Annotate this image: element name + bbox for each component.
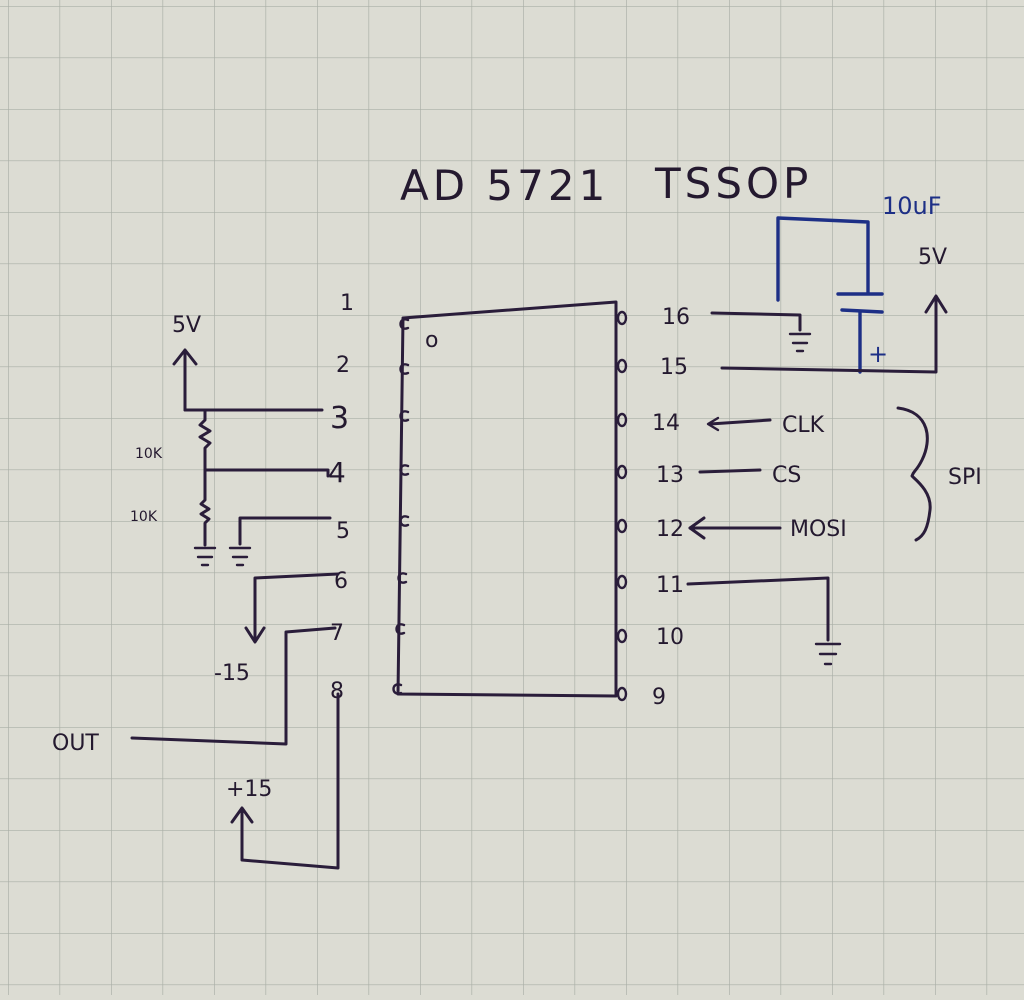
- pin-mark-2: [399, 363, 410, 375]
- capacitor-symbol: [836, 292, 884, 314]
- pin-number-13: 13: [656, 463, 684, 488]
- wire-pin4: [203, 468, 330, 478]
- ground-pin11: [814, 642, 842, 666]
- resistor-bottom-label: 10K: [130, 509, 158, 525]
- wire-pin7-out: [130, 626, 337, 746]
- pin-number-1: 1: [340, 291, 354, 316]
- spi-group-label: SPI: [948, 465, 982, 490]
- left-pin-marks: [392, 318, 410, 695]
- pin-mark-9: [616, 686, 628, 702]
- pin14-arrow: [706, 416, 720, 432]
- resistor-top-label: 10K: [135, 446, 163, 462]
- mosi-label: MOSI: [790, 517, 847, 542]
- wire-pin11: [686, 576, 830, 642]
- wire-pin16: [710, 311, 802, 332]
- pin-mark-11: [616, 574, 628, 590]
- wire-pin8: [240, 692, 340, 870]
- pin-mark-13: [616, 464, 628, 480]
- pin-mark-3: [399, 410, 410, 422]
- vcc-left-arrow: [172, 348, 198, 412]
- ground-resistor: [193, 546, 217, 567]
- chip-body: [396, 300, 618, 698]
- pin-number-5: 5: [336, 519, 350, 544]
- cap-leads: [776, 216, 870, 302]
- pin-mark-8: [392, 683, 403, 695]
- pos-supply-arrow: [230, 806, 254, 824]
- cap-plus-label: +: [868, 340, 888, 368]
- pin-number-2: 2: [336, 353, 350, 378]
- pin12-arrow: [688, 516, 706, 540]
- package-title: TSSOP: [654, 159, 812, 208]
- pin-mark-7: [395, 623, 406, 635]
- pin-mark-1: [399, 318, 410, 330]
- pin-number-11: 11: [656, 573, 684, 598]
- pin-mark-15: [616, 358, 628, 374]
- pin-number-4: 4: [328, 456, 346, 489]
- wire-pin5: [238, 516, 332, 546]
- pin-number-7: 7: [330, 621, 344, 646]
- cap-value-label: 10uF: [882, 192, 942, 220]
- resistor-bottom: [199, 468, 211, 547]
- output-label: OUT: [52, 731, 99, 756]
- ground-pin5: [228, 546, 252, 567]
- pin-mark-4: [399, 464, 410, 476]
- spi-brace: [896, 406, 932, 542]
- vcc-left-label: 5V: [172, 313, 201, 338]
- ground-pin16: [788, 332, 812, 353]
- pin-mark-14: [616, 412, 628, 428]
- cs-label: CS: [772, 463, 801, 488]
- right-pin-marks: [616, 310, 628, 702]
- pin-number-14: 14: [652, 411, 680, 436]
- neg-supply-label: -15: [214, 661, 250, 686]
- wire-pin13: [698, 468, 762, 474]
- sclk-label: CLK: [782, 413, 825, 438]
- wire-pin6: [253, 572, 340, 642]
- pin-mark-6: [397, 572, 408, 584]
- pin-mark-5: [399, 515, 410, 527]
- neg-supply-arrow: [244, 626, 266, 644]
- vcc-right-arrow: [924, 294, 948, 314]
- pin-number-8: 8: [330, 679, 344, 704]
- pin-mark-10: [616, 628, 628, 644]
- part-number-title: AD 5721: [400, 161, 609, 210]
- pos-supply-label: +15: [226, 777, 272, 802]
- pin-number-15: 15: [660, 355, 688, 380]
- vcc-right-label: 5V: [918, 245, 947, 270]
- pin-number-16: 16: [662, 305, 690, 330]
- pin1-marker: o: [425, 328, 438, 353]
- pin-number-10: 10: [656, 625, 684, 650]
- wire-pin15: [720, 298, 938, 374]
- pin-number-12: 12: [656, 517, 684, 542]
- pin-mark-16: [616, 310, 628, 326]
- resistor-top: [198, 408, 212, 472]
- pin-mark-12: [616, 518, 628, 534]
- wire-pin14: [708, 418, 772, 426]
- pin-number-3: 3: [330, 401, 349, 436]
- pin-number-9: 9: [652, 685, 666, 710]
